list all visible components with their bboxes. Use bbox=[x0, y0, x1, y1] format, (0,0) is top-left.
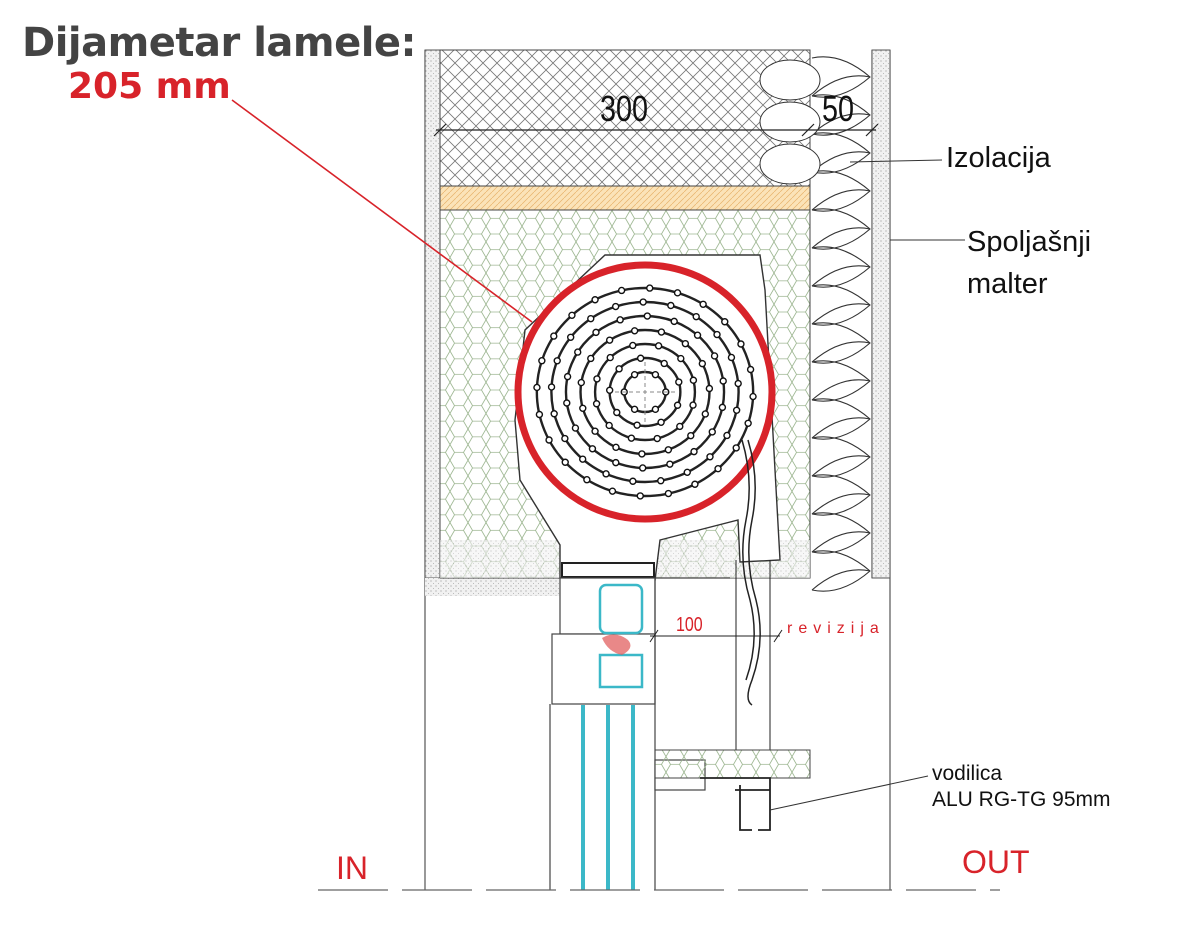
label-revision: revizija bbox=[787, 620, 885, 637]
label-inside: IN bbox=[336, 850, 368, 886]
interior-plaster bbox=[424, 49, 441, 579]
shutter-roll bbox=[533, 284, 757, 500]
dimension-300: 300 bbox=[600, 88, 649, 129]
title-diameter-label: Dijametar lamele: bbox=[22, 20, 417, 66]
guide-rail bbox=[700, 777, 771, 831]
glass-panes bbox=[581, 583, 644, 890]
mineral-wool-insulation bbox=[759, 56, 871, 592]
label-guide-1: vodilica bbox=[932, 762, 1003, 785]
roll-diameter-highlight bbox=[514, 261, 776, 523]
label-outside: OUT bbox=[962, 844, 1030, 880]
leader-lines bbox=[769, 159, 965, 811]
orange-band bbox=[439, 185, 811, 211]
masonry-block bbox=[439, 49, 811, 187]
window-frame bbox=[549, 562, 730, 890]
dimension-50: 50 bbox=[822, 88, 855, 129]
label-insulation: Izolacija bbox=[946, 142, 1051, 174]
title-leader-line bbox=[231, 99, 533, 323]
lintel-concrete bbox=[425, 578, 560, 596]
hanging-slats bbox=[735, 439, 771, 750]
sill-insulation bbox=[654, 749, 811, 779]
label-plaster-1: Spoljašnji bbox=[967, 226, 1092, 258]
revision-dimension bbox=[649, 629, 783, 643]
label-plaster-2: malter bbox=[967, 268, 1048, 300]
dimension-line bbox=[433, 123, 879, 137]
label-guide-2: ALU RG-TG 95mm bbox=[932, 788, 1111, 811]
exterior-plaster bbox=[871, 49, 891, 579]
dimension-100: 100 bbox=[676, 614, 703, 636]
title-diameter-value: 205 mm bbox=[68, 66, 231, 107]
gasket bbox=[602, 634, 631, 655]
